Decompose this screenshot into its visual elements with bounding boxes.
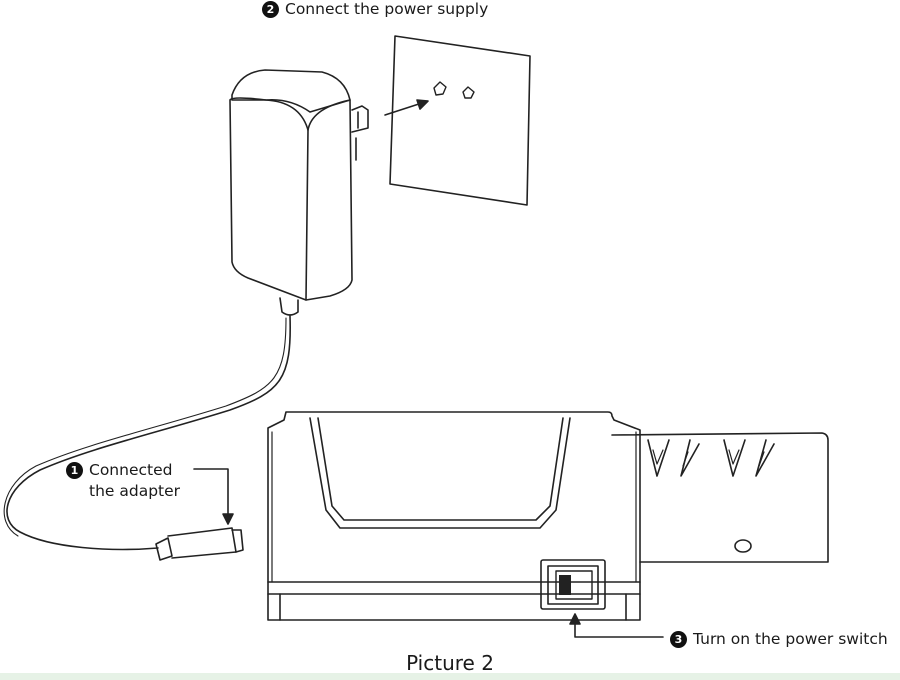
power-cable [6, 315, 291, 551]
power-cable-inner [3, 317, 287, 537]
step-3-label: 3 Turn on the power switch [670, 629, 888, 650]
step-1-number: 1 [66, 462, 83, 479]
power-adapter [229, 69, 369, 316]
step-2-label: 2 Connect the power supply [262, 0, 488, 20]
wall-outlet [389, 35, 531, 206]
sharpener-body [267, 411, 641, 621]
step-2-text: Connect the power supply [285, 0, 489, 18]
step1-leader [193, 468, 234, 525]
dc-plug [155, 527, 244, 561]
step-1-text: Connected the adapter [89, 461, 181, 500]
bottom-strip [0, 673, 900, 680]
sharpening-slots [611, 432, 829, 563]
figure-caption: Picture 2 [406, 651, 494, 675]
step-2-number: 2 [262, 1, 279, 18]
step3-leader [569, 613, 664, 638]
step-1-label: 1 Connected the adapter [66, 460, 180, 502]
step-3-text: Turn on the power switch [693, 630, 888, 648]
step-3-number: 3 [670, 631, 687, 648]
plug-arrow [384, 99, 429, 116]
power-switch [540, 559, 606, 610]
